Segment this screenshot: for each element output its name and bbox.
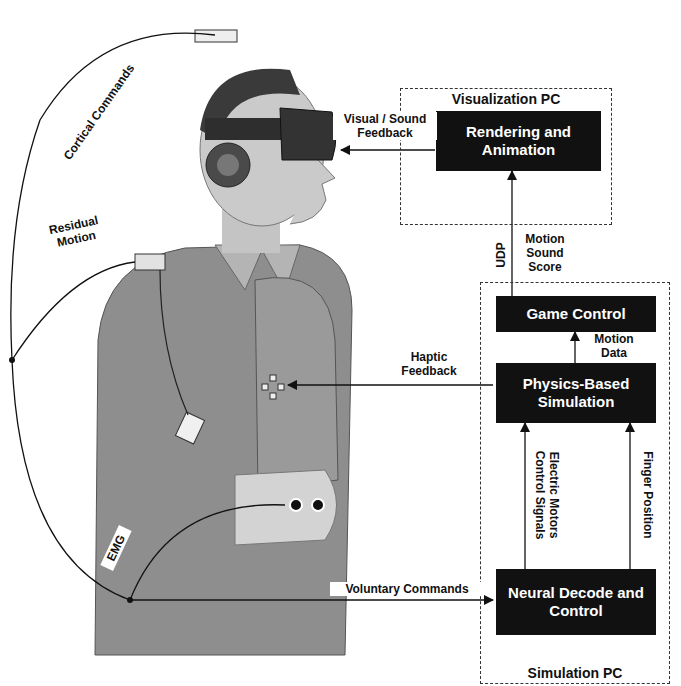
process-box: Neural Decode and Control — [496, 569, 656, 635]
haptic-dot — [262, 384, 268, 390]
process-box: Rendering and Animation — [436, 111, 601, 171]
residual-wire — [12, 262, 135, 360]
face — [290, 160, 335, 224]
motion-sensor — [135, 254, 165, 270]
feedback-label: Visual / Sound Feedback — [333, 112, 437, 140]
motion-sensor — [175, 412, 204, 444]
edge-label: Motion Sound Score — [519, 232, 571, 274]
emg-electrode — [312, 499, 324, 511]
edge-label: Electric Motors Control Signals — [533, 439, 561, 551]
data-arrow — [511, 171, 512, 296]
data-arrow — [629, 423, 630, 569]
cortical-wire — [11, 33, 215, 360]
box-text: Rendering and Animation — [444, 123, 593, 159]
protocol-label: UDP — [494, 233, 508, 277]
forearm — [235, 470, 337, 545]
emg-wire — [130, 505, 285, 600]
haptic-dot — [270, 375, 276, 381]
edge-label: Finger Position — [641, 438, 655, 552]
data-arrow — [524, 423, 525, 569]
data-arrow — [574, 332, 575, 363]
headphone — [206, 143, 250, 187]
torso — [95, 245, 352, 655]
signal-label: Residual Motion — [36, 211, 114, 254]
box-text: Physics-Based Simulation — [504, 375, 648, 411]
computer-region: Visualization PC Rendering and Animation — [400, 88, 612, 225]
sensor-cable — [160, 270, 188, 415]
region-title: Visualization PC — [401, 91, 611, 107]
box-text: Neural Decode and Control — [504, 584, 648, 620]
upper-arm — [255, 278, 338, 491]
edge-label: Motion Data — [581, 332, 647, 360]
signal-label: Voluntary Commands — [330, 582, 484, 596]
emg-electrode — [290, 499, 302, 511]
headphone — [217, 154, 239, 176]
voluntary-arrow — [130, 599, 493, 600]
process-box: Game Control — [496, 296, 656, 332]
process-box: Physics-Based Simulation — [496, 363, 656, 423]
haptic-dot — [278, 384, 284, 390]
headset-goggles — [280, 108, 336, 160]
feedback-arrow — [341, 149, 435, 150]
signal-label: Cortical Commands — [52, 49, 146, 175]
junction-dot — [9, 357, 15, 363]
cortical-sensor — [195, 30, 237, 42]
region-title: Simulation PC — [481, 665, 669, 681]
feedback-label: Haptic Feedback — [388, 350, 470, 378]
haptic-arrow — [288, 384, 493, 385]
box-text: Game Control — [526, 305, 625, 323]
haptic-dot — [270, 393, 276, 399]
